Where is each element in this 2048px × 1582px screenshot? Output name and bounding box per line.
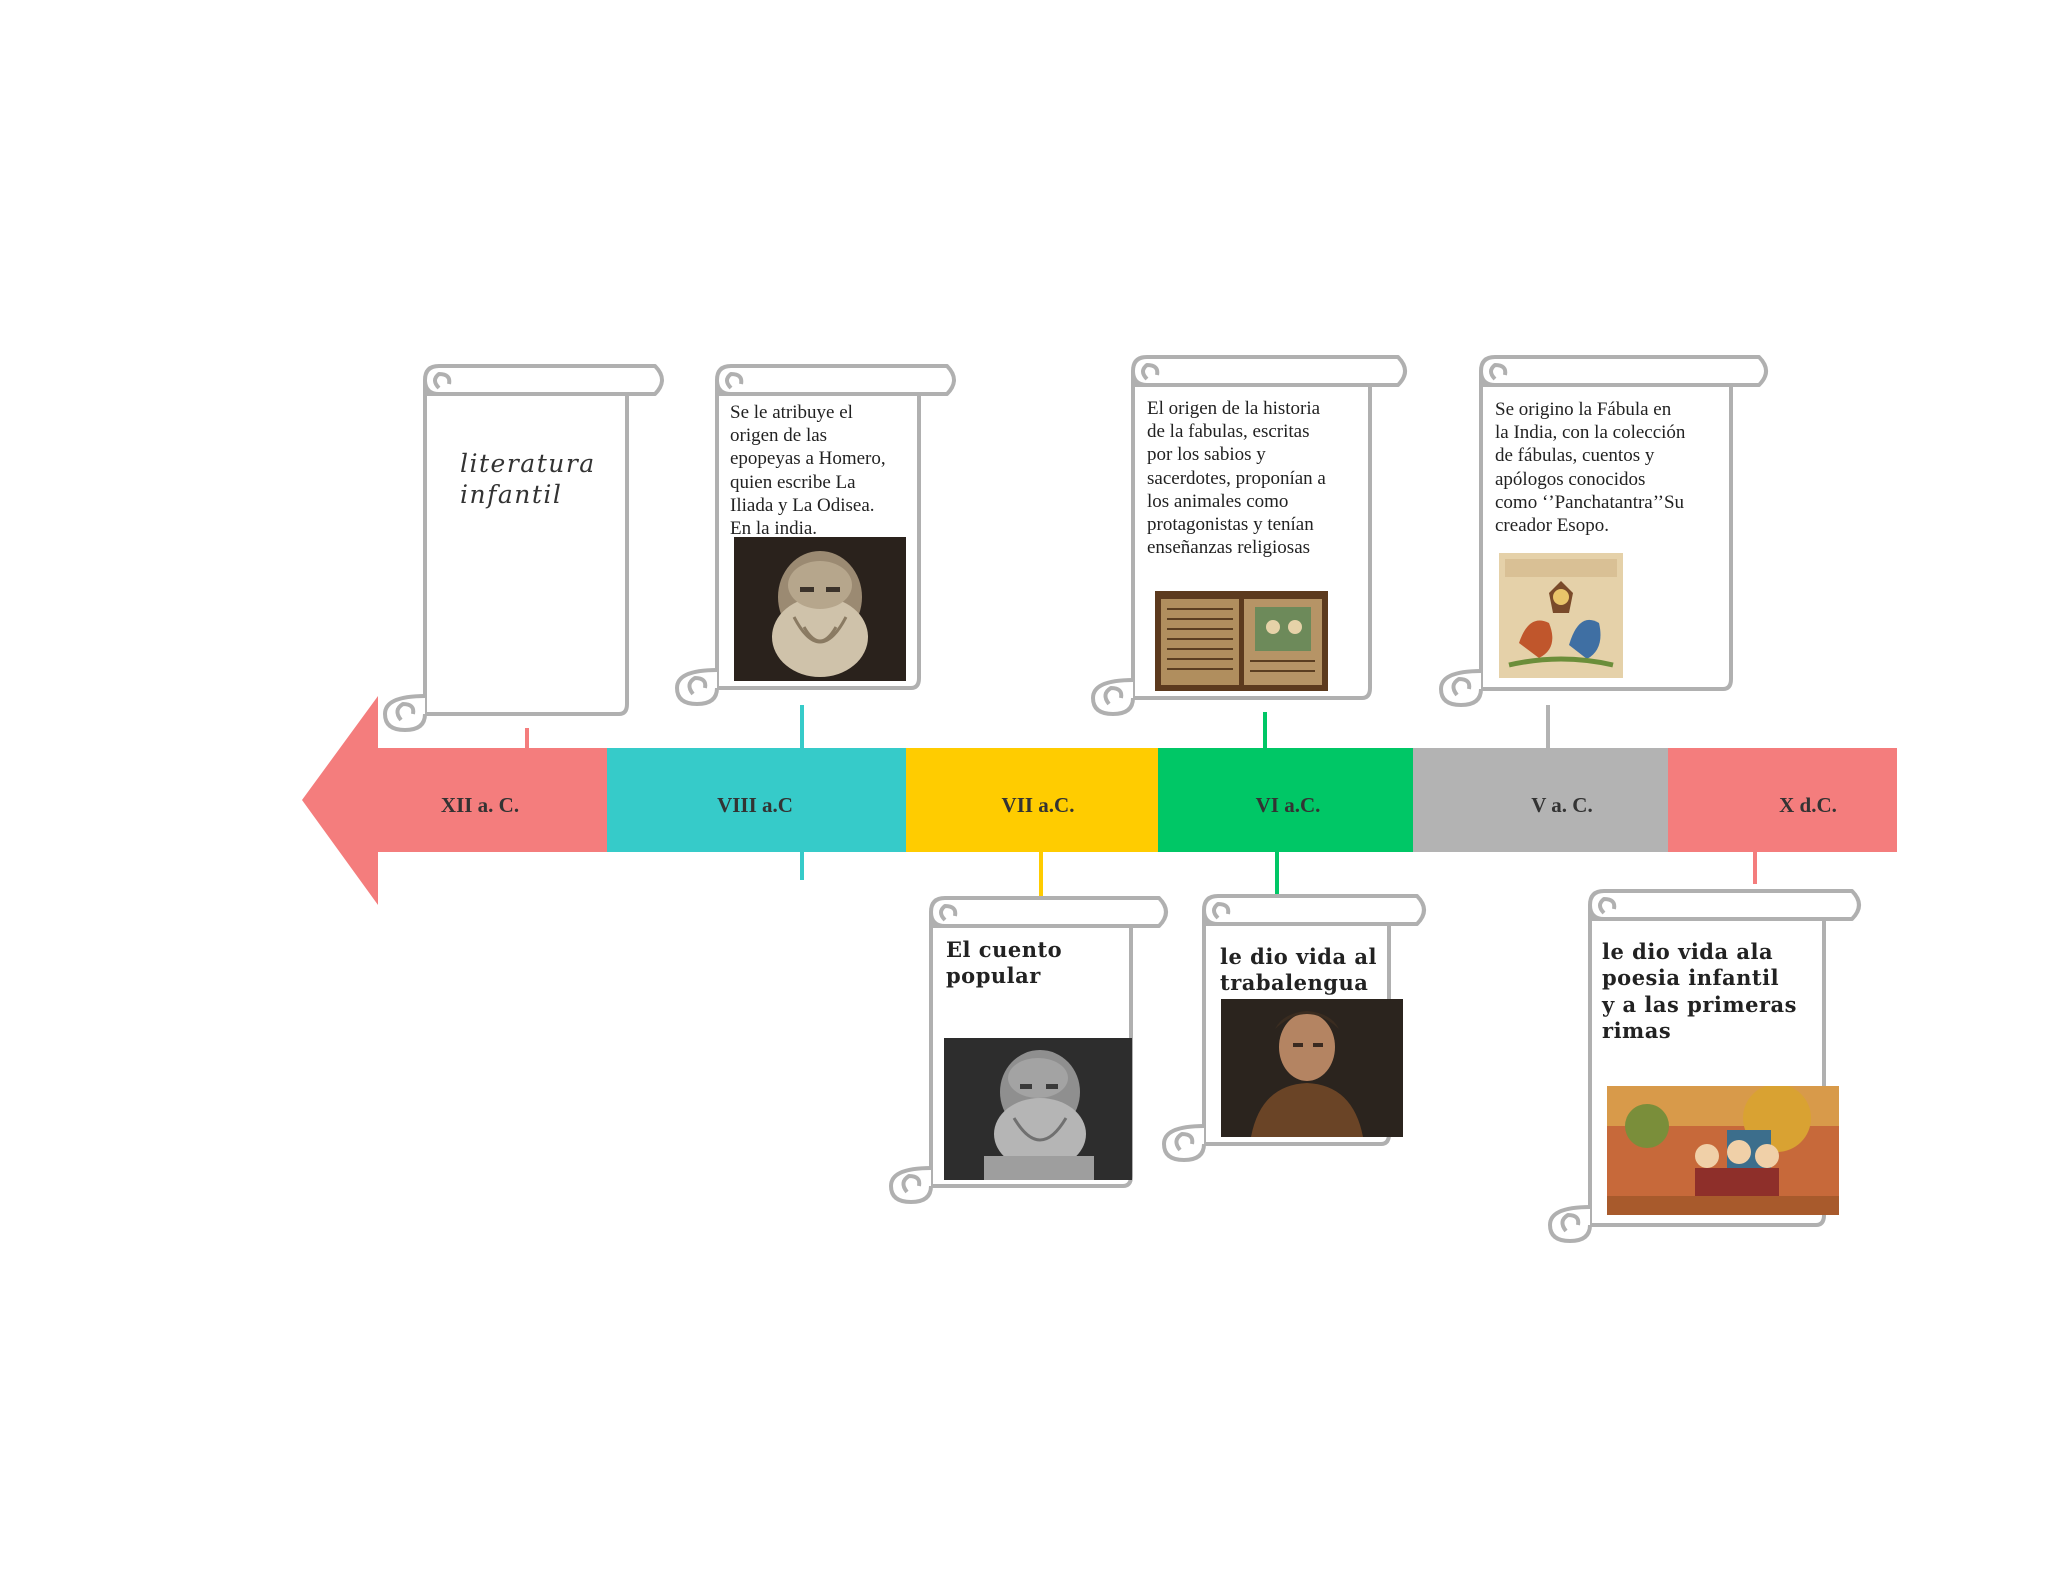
note-vi-top: El origen de la historia de la fabulas, … (1147, 397, 1397, 559)
note-line: poesia infantil (1602, 965, 1842, 991)
note-line: apólogos conocidos (1495, 468, 1755, 491)
note-line: creador Esopo. (1495, 514, 1755, 537)
scroll-xii (385, 366, 662, 730)
note-line: le dio vida ala (1602, 939, 1842, 965)
note-line: Se le atribuye el (730, 401, 950, 424)
scroll-bottom-roll (1550, 1207, 1590, 1241)
note-line: literatura (460, 448, 660, 479)
note-line: quien escribe La (730, 471, 950, 494)
homer-bust-image (734, 537, 906, 681)
note-line: infantil (460, 479, 660, 510)
segment-label-vi: VI a.C. (1208, 790, 1368, 820)
note-viii: Se le atribuye el origen de las epopeyas… (730, 401, 950, 540)
scroll-top-roll (931, 898, 1166, 926)
note-line: protagonistas y tenían (1147, 513, 1397, 536)
note-line: por los sabios y (1147, 443, 1397, 466)
manuscript-image (1499, 553, 1623, 678)
note-line: como ‘’Panchatantra’’Su (1495, 491, 1755, 514)
scroll-bottom-roll (1164, 1126, 1204, 1160)
segment-label-viii: VIII a.C (675, 790, 835, 820)
scroll-bottom-roll (1441, 671, 1481, 705)
scroll-sheet (425, 380, 627, 714)
scroll-top-roll (1481, 357, 1766, 385)
segment-label-vii: VII a.C. (958, 790, 1118, 820)
note-line: El cuento (946, 937, 1146, 963)
scroll-top-roll (1133, 357, 1405, 385)
note-line: le dio vida al (1220, 944, 1420, 970)
note-line: Iliada y La Odisea. (730, 494, 950, 517)
note-xii: literatura infantil (460, 448, 660, 511)
note-vii: El cuento popular (946, 937, 1146, 990)
philosopher-bust-image (944, 1038, 1132, 1180)
note-line: popular (946, 963, 1146, 989)
note-v: Se origino la Fábula en la India, con la… (1495, 398, 1755, 537)
note-x: le dio vida ala poesia infantil y a las … (1602, 939, 1842, 1044)
miniature-painting-image (1607, 1086, 1839, 1215)
scroll-top-roll (1590, 891, 1859, 919)
note-line: rimas (1602, 1018, 1842, 1044)
note-line: sacerdotes, proponían a (1147, 467, 1397, 490)
scroll-bottom-roll (677, 670, 717, 704)
note-line: enseñanzas religiosas (1147, 536, 1397, 559)
ancient-book-image (1155, 591, 1328, 691)
note-line: la India, con la colección (1495, 421, 1755, 444)
note-line: y a las primeras (1602, 992, 1842, 1018)
note-line: de fábulas, cuentos y (1495, 444, 1755, 467)
note-line: trabalengua (1220, 970, 1420, 996)
scroll-bottom-roll (891, 1168, 931, 1202)
note-line: El origen de la historia (1147, 397, 1397, 420)
scroll-top-roll (1204, 896, 1424, 924)
portrait-image (1221, 999, 1403, 1137)
scroll-top-roll (717, 366, 954, 394)
segment-label-xii: XII a. C. (400, 790, 560, 820)
scroll-bottom-roll (1093, 680, 1133, 714)
segment-label-x: X d.C. (1728, 790, 1888, 820)
note-vi-bottom: le dio vida al trabalengua (1220, 944, 1420, 997)
note-line: origen de las (730, 424, 950, 447)
scroll-top-roll (425, 366, 662, 394)
note-line: los animales como (1147, 490, 1397, 513)
scroll-bottom-roll (385, 696, 425, 730)
note-line: de la fabulas, escritas (1147, 420, 1397, 443)
note-line: Se origino la Fábula en (1495, 398, 1755, 421)
note-line: epopeyas a Homero, (730, 447, 950, 470)
segment-label-v: V a. C. (1482, 790, 1642, 820)
